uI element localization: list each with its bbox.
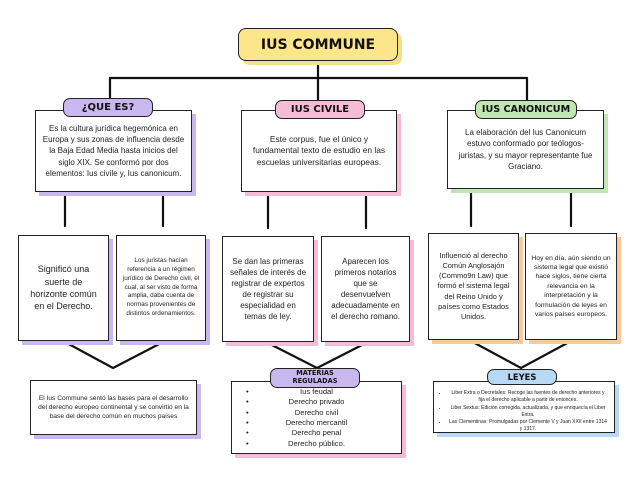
ius-canonicum-right-box: Hoy en día, aún siendo un sistema legal …	[525, 233, 617, 340]
que-es-left-box: Significó una suerte de horizonte común …	[18, 235, 109, 341]
bottom-summary-box: El Ius Commune sentó las bases para el d…	[30, 380, 197, 435]
list-item: Derecho mercantil	[232, 418, 401, 429]
leyes-box: Liber Extra o Decretales: Recoge las fue…	[433, 381, 615, 433]
leyes-heading: LEYES	[487, 369, 557, 385]
que-es-intro-box: Es la cultura jurídica hegemónica en Eur…	[35, 110, 192, 192]
list-item: Las Clementinas: Promulgadas por Clement…	[448, 419, 608, 434]
list-item: Liber Sextus: Edición corregida, actuali…	[448, 405, 608, 420]
ius-civile-heading: IUS CIVILE	[275, 100, 365, 119]
que-es-heading: ¿QUE ES?	[63, 98, 153, 117]
ius-canonicum-heading: IUS CANONICUM	[475, 100, 577, 119]
materias-list: Ius feudal Derecho privado Derecho civil…	[232, 387, 401, 449]
leyes-list: Liber Extra o Decretales: Recoge las fue…	[436, 390, 608, 434]
ius-canonicum-left-box: Influenció al derecho Común Anglosajón (…	[428, 233, 519, 340]
list-item: Derecho público.	[232, 439, 401, 450]
ius-civile-intro-box: Este corpus, fue el único y fundamental …	[241, 110, 397, 192]
ius-civile-right-box: Aparecen los primeros notarios que se de…	[321, 236, 410, 342]
list-item: Derecho civil	[232, 408, 401, 419]
materias-heading: MATERIAS REGULADAS	[270, 368, 360, 388]
page-title: IUS COMMUNE	[238, 28, 398, 61]
materias-box: Ius feudal Derecho privado Derecho civil…	[231, 381, 402, 454]
que-es-right-box: Los juristas hacían referencia a un régi…	[116, 235, 206, 341]
list-item: Liber Extra o Decretales: Recoge las fue…	[448, 390, 608, 405]
list-item: Ius feudal	[232, 387, 401, 398]
list-item: Derecho privado	[232, 397, 401, 408]
list-item: Derecho penal	[232, 428, 401, 439]
ius-canonicum-intro-box: La elaboración del Ius Canonicum estuvo …	[447, 110, 604, 189]
ius-civile-left-box: Se dan las primeras señales de interés d…	[222, 236, 314, 342]
